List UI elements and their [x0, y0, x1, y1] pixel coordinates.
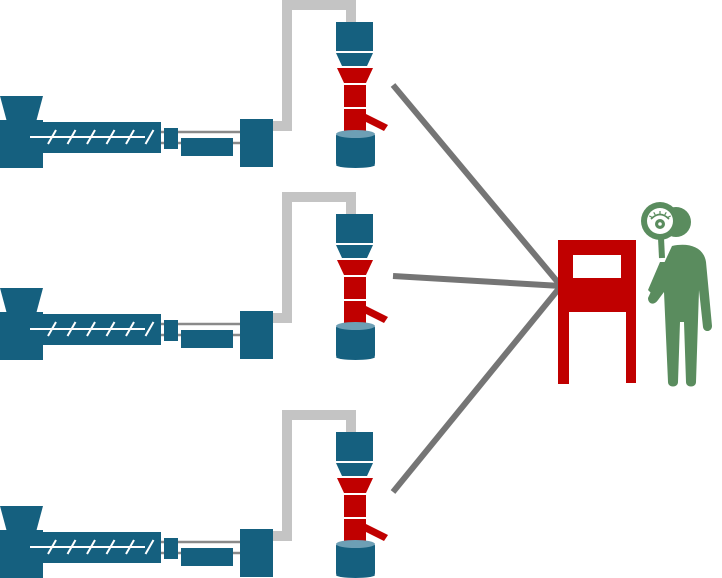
magnifier-handle	[658, 237, 665, 259]
connector-lines	[390, 83, 564, 494]
screw-flight	[125, 539, 135, 555]
monitoring-station	[558, 240, 636, 384]
screw-flight	[47, 539, 57, 555]
eye-pupil-highlight	[658, 222, 662, 226]
cyclone-cap	[336, 22, 373, 51]
connector-line-3	[390, 284, 564, 494]
screw-flight	[47, 321, 57, 337]
screw-flight	[86, 321, 96, 337]
sensor-body-lower	[344, 109, 366, 132]
sensor-spout	[364, 305, 388, 323]
sensor-body-upper	[344, 85, 366, 107]
drum-lid	[336, 540, 375, 548]
screw-flight	[105, 539, 116, 555]
line-3	[0, 410, 388, 578]
screw-flight	[125, 321, 135, 337]
sensor-body-upper	[344, 277, 366, 299]
drive-motor	[181, 138, 233, 156]
extrusion-lines	[0, 0, 388, 578]
eye-lid-icon	[650, 213, 670, 220]
inspector-figure	[641, 202, 712, 387]
drum-bottom	[336, 572, 375, 578]
screw-flight	[144, 129, 155, 145]
screw-flight	[144, 321, 155, 337]
sensor-body-upper	[344, 495, 366, 517]
screw-flight	[66, 539, 77, 555]
drum-bottom	[336, 162, 375, 168]
screw-flight	[66, 129, 77, 145]
sensor-funnel	[337, 260, 373, 275]
line-2	[0, 192, 388, 360]
eyelash	[667, 215, 671, 218]
die-block	[240, 119, 273, 167]
coupling-block	[164, 320, 178, 341]
hopper-icon	[0, 506, 43, 532]
screw-flight	[47, 129, 57, 145]
cyclone-funnel	[336, 53, 373, 66]
screw-flight	[105, 129, 116, 145]
eyelash	[649, 215, 653, 218]
collection-drum	[336, 134, 375, 165]
drum-lid	[336, 322, 375, 330]
coupling-block	[164, 128, 178, 149]
connector-line-2	[392, 273, 562, 289]
cyclone-funnel	[336, 245, 373, 258]
screw-flight	[86, 129, 96, 145]
drive-motor	[181, 330, 233, 348]
collection-drum	[336, 326, 375, 357]
screw-flight	[144, 539, 155, 555]
hopper-icon	[0, 96, 43, 122]
sensor-funnel	[337, 478, 373, 493]
eyelash	[653, 212, 656, 216]
cyclone-cap	[336, 432, 373, 461]
die-block	[240, 311, 273, 359]
person-magnifier-icon	[648, 244, 712, 387]
hopper-icon	[0, 288, 43, 314]
transfer-pipe	[273, 0, 356, 131]
sensor-funnel	[337, 68, 373, 83]
screw-flight	[125, 129, 135, 145]
connector-line-1	[390, 83, 564, 288]
screw-flight	[66, 321, 77, 337]
drum-lid	[336, 130, 375, 138]
monitor-screen	[573, 255, 621, 278]
inspector-arm	[648, 262, 668, 300]
sensor-spout	[364, 113, 388, 131]
screw-flight	[86, 539, 96, 555]
eyelash	[664, 212, 667, 216]
transfer-pipe	[273, 410, 356, 541]
die-block	[240, 529, 273, 577]
drive-motor	[181, 548, 233, 566]
drum-bottom	[336, 354, 375, 360]
transfer-pipe	[273, 192, 356, 323]
sensor-body-lower	[344, 519, 366, 542]
coupling-block	[164, 538, 178, 559]
line-1	[0, 0, 388, 168]
collection-drum	[336, 544, 375, 575]
cyclone-funnel	[336, 463, 373, 476]
sensor-spout	[364, 523, 388, 541]
sensor-body-lower	[344, 301, 366, 324]
cyclone-cap	[336, 214, 373, 243]
screw-flight	[105, 321, 116, 337]
